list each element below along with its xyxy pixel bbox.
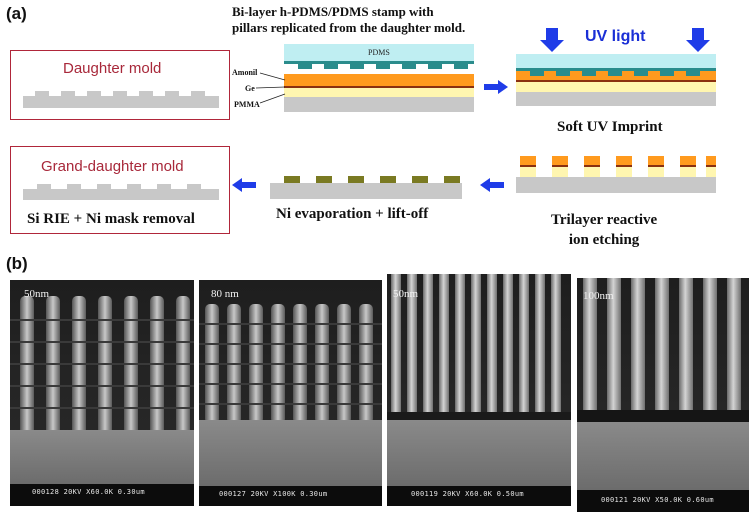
sem-image-1: 50nm 000128 20KV X60.0K 0.30um bbox=[10, 280, 194, 506]
sem-2-footer: 000127 20KV X100K 0.30um bbox=[219, 490, 328, 498]
sem-pillars-graphic bbox=[10, 280, 194, 506]
sem-3-scale: 50nm bbox=[393, 288, 419, 300]
stamp-caption-line1: Bi-layer h-PDMS/PDMS stamp with bbox=[232, 4, 434, 19]
sem-4-footer: 000121 20KV X50.0K 0.60um bbox=[601, 496, 714, 504]
panel-b-label: (b) bbox=[6, 254, 28, 273]
ge-label: Ge bbox=[245, 84, 255, 93]
grand-daughter-mold-graphic bbox=[23, 184, 219, 200]
stamp-trilayer-graphic: PDMS bbox=[284, 44, 474, 112]
stamp-caption-line2: pillars replicated from the daughter mol… bbox=[232, 20, 466, 35]
uv-light-label: UV light bbox=[585, 28, 646, 45]
daughter-mold-graphic bbox=[23, 91, 219, 108]
sem-3-footer: 000119 20KV X60.0K 0.50um bbox=[411, 490, 524, 498]
panel-a-label: (a) bbox=[6, 4, 27, 23]
trilayer-rie-graphic bbox=[516, 156, 716, 193]
stamp-caption: Bi-layer h-PDMS/PDMS stamp with pillars … bbox=[232, 4, 465, 36]
soft-uv-imprint-graphic bbox=[516, 54, 716, 106]
sem-4-scale: 100nm bbox=[583, 290, 614, 302]
pmma-label: PMMA bbox=[234, 100, 260, 109]
arrow-left-icon bbox=[480, 178, 504, 192]
sem-image-2: 80 nm 000127 20KV X100K 0.30um bbox=[199, 280, 382, 506]
uv-arrow-down-icon bbox=[686, 28, 710, 52]
trilayer-rie-caption: Trilayer reactive ion etching bbox=[551, 210, 657, 250]
trilayer-line1: Trilayer reactive bbox=[551, 212, 658, 228]
arrow-left-icon bbox=[232, 178, 256, 192]
daughter-mold-box: Daughter mold bbox=[10, 50, 230, 120]
sem-walls-graphic bbox=[387, 274, 571, 506]
daughter-mold-title: Daughter mold bbox=[63, 60, 162, 77]
sem-pillars-graphic bbox=[199, 280, 382, 506]
sem-1-footer: 000128 20KV X60.0K 0.30um bbox=[32, 488, 145, 496]
si-rie-caption: Si RIE + Ni mask removal bbox=[27, 211, 195, 227]
uv-arrow-down-icon bbox=[540, 28, 564, 52]
soft-uv-imprint-caption: Soft UV Imprint bbox=[557, 119, 663, 135]
sem-image-3: 50nm 000119 20KV X60.0K 0.50um bbox=[387, 274, 571, 506]
layer-leader-lines bbox=[255, 72, 286, 104]
sem-walls-graphic bbox=[577, 278, 749, 512]
arrow-right-icon bbox=[484, 80, 508, 94]
ni-evaporation-caption: Ni evaporation + lift-off bbox=[276, 206, 429, 222]
sem-image-4: 100nm 000121 20KV X50.0K 0.60um bbox=[577, 278, 749, 512]
amonil-label: Amonil bbox=[232, 68, 258, 77]
ni-evaporation-graphic bbox=[270, 176, 462, 199]
grand-daughter-mold-box: Grand-daughter mold Si RIE + Ni mask rem… bbox=[10, 146, 230, 234]
pdms-label: PDMS bbox=[368, 48, 390, 57]
sem-1-scale: 50nm bbox=[24, 288, 50, 300]
sem-2-scale: 80 nm bbox=[211, 288, 239, 300]
grand-daughter-mold-title: Grand-daughter mold bbox=[41, 158, 184, 175]
trilayer-line2: ion etching bbox=[568, 232, 640, 248]
